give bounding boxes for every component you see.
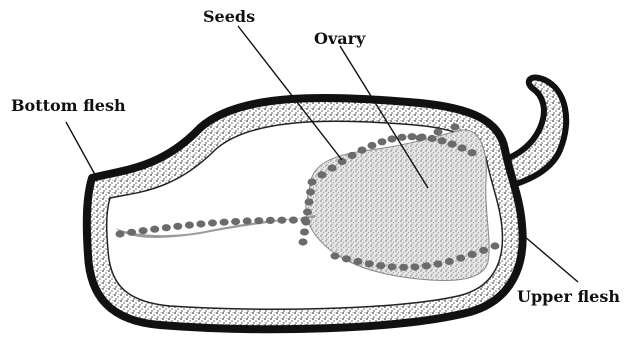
- seed: [358, 147, 367, 154]
- seed: [308, 178, 317, 185]
- seed: [303, 208, 312, 215]
- seed: [388, 135, 397, 142]
- seed: [353, 258, 362, 265]
- seed: [127, 229, 136, 236]
- seed: [299, 238, 308, 245]
- seed: [162, 224, 171, 231]
- seeds-label: Seeds: [203, 7, 255, 26]
- ovary-label: Ovary: [314, 29, 366, 48]
- seed: [254, 217, 263, 224]
- seed: [150, 226, 159, 233]
- seed: [185, 222, 194, 229]
- seed: [208, 219, 217, 226]
- seed: [305, 198, 314, 205]
- seed: [438, 137, 447, 144]
- upper-flesh-leader-line: [524, 236, 578, 282]
- seed: [458, 145, 467, 152]
- seed: [196, 220, 205, 227]
- seed: [231, 218, 240, 225]
- seed: [289, 217, 298, 224]
- seed: [277, 217, 286, 224]
- seed: [378, 138, 387, 145]
- seed: [433, 260, 442, 267]
- seed: [266, 217, 275, 224]
- seed: [451, 123, 460, 130]
- bottom-flesh-label: Bottom flesh: [11, 96, 126, 115]
- seed: [368, 142, 377, 149]
- seed: [448, 141, 457, 148]
- seed: [479, 247, 488, 254]
- seed: [318, 171, 327, 178]
- seed: [376, 262, 385, 269]
- seed: [173, 223, 182, 230]
- seed: [468, 251, 477, 258]
- seed: [243, 217, 252, 224]
- seed: [348, 152, 357, 159]
- seed: [434, 128, 443, 135]
- upper-flesh-label: Upper flesh: [517, 287, 620, 306]
- seed: [301, 216, 310, 223]
- seed: [331, 252, 340, 259]
- seed: [456, 255, 465, 262]
- seed: [306, 188, 315, 195]
- seed: [388, 263, 397, 270]
- seed: [342, 255, 351, 262]
- seed: [411, 263, 420, 270]
- seed: [422, 262, 431, 269]
- seed: [328, 165, 337, 172]
- seed: [491, 242, 500, 249]
- bottom-flesh-leader-line: [66, 122, 98, 180]
- seed: [428, 135, 437, 142]
- seed: [445, 258, 454, 265]
- seed: [408, 133, 417, 140]
- seed: [468, 149, 477, 156]
- seed: [416, 134, 425, 141]
- seed: [139, 227, 148, 234]
- seed: [116, 230, 125, 237]
- seed: [399, 264, 408, 271]
- seed: [365, 260, 374, 267]
- seed: [220, 219, 229, 226]
- seed: [300, 228, 309, 235]
